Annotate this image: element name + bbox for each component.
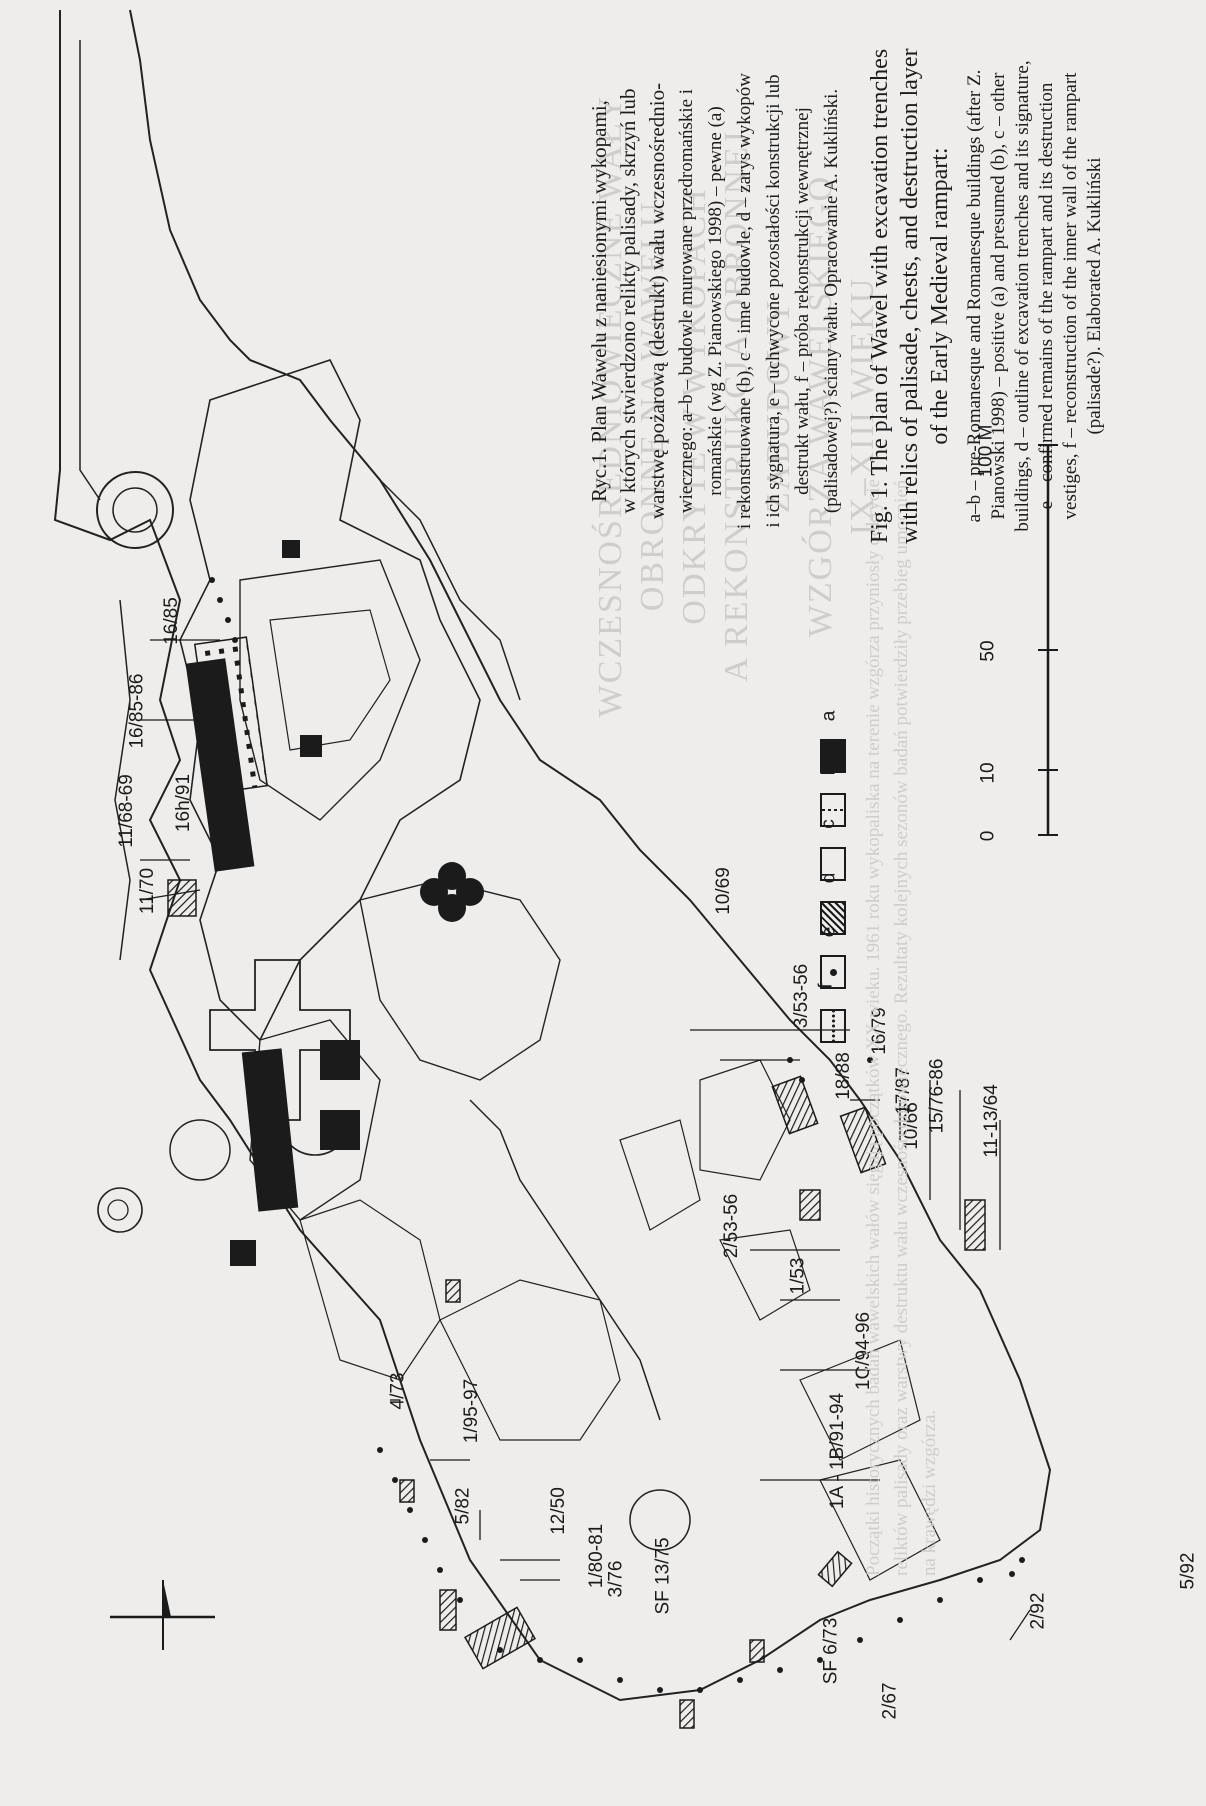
caption-en-body-line: a–b – pre-Romanesque and Romanesque buil… [964, 69, 985, 523]
legend-item-b: b [800, 765, 870, 829]
caption-en-title-line: with relics of palisade, chests, and des… [897, 48, 923, 544]
legend-item-f: f [800, 983, 870, 1045]
bleed-through-body: Początki historycznych badań wawelskich … [863, 479, 940, 1576]
caption-pl-line: romańskie (wg Z. Pianowskiego 1998) – pe… [705, 106, 726, 496]
caption-pl-line: wiecznego: a–b – budowle murowane przedr… [676, 88, 697, 514]
legend-swatch-b [820, 793, 846, 827]
caption-en-body-line: e – confirmed remains of the rampart and… [1036, 82, 1057, 510]
caption-en-body-line: Pianowski 1998) – positive (a) and presu… [988, 72, 1009, 520]
legend-item-d: d [800, 873, 870, 937]
caption-pl-line: destrukt wału, f – próba rekonstrukcji w… [792, 107, 813, 495]
caption-en-title-line: of the Early Medieval rampart: [927, 147, 953, 445]
caption-pl-line: warstwę pożarową (destrukt) wału wczesno… [645, 82, 669, 520]
caption-pl-line: w których stwierdzono relikty palisady, … [616, 88, 640, 514]
caption-en-title-line: Fig. 1. The plan of Wawel with excavatio… [867, 48, 893, 544]
caption-en-body-line: vestiges, f – reconstruction of the inne… [1060, 72, 1081, 520]
legend-swatch-a [820, 739, 846, 773]
caption-pl-line: (palisadowej?) ściany wału. Opracowanie … [821, 88, 842, 514]
legend-swatch-f [820, 1009, 846, 1043]
legend-swatch-c [820, 847, 846, 881]
legend-swatch-e [820, 955, 846, 989]
legend-item-e: e [800, 927, 870, 991]
caption-en-body-line: buildings, d – outline of excavation tre… [1012, 60, 1033, 532]
caption-en-body-line: (palisade?). Elaborated A. Kukliński [1084, 157, 1105, 435]
legend-dot-icon [830, 969, 837, 976]
legend-item-a: a [800, 711, 870, 775]
caption-pl-line: i rekonstruowane (b), c – inne budowle, … [734, 73, 755, 529]
caption-polish: Ryc.1. Plan Wawelu z naniesionymi wykopa… [585, 51, 846, 551]
legend-swatch-d [820, 901, 846, 935]
legend: a b c d e f [800, 711, 870, 1043]
north-arrow-icon [110, 1580, 215, 1650]
legend-item-c: c [800, 819, 870, 883]
caption-pl-line: i ich sygnatura, e – uchwycone pozostało… [763, 74, 784, 528]
caption-english: Fig. 1. The plan of Wawel with excavatio… [865, 31, 1107, 561]
caption-pl-line: Ryc.1. Plan Wawelu z naniesionymi wykopa… [587, 100, 611, 502]
scale-bar [1038, 444, 1058, 836]
